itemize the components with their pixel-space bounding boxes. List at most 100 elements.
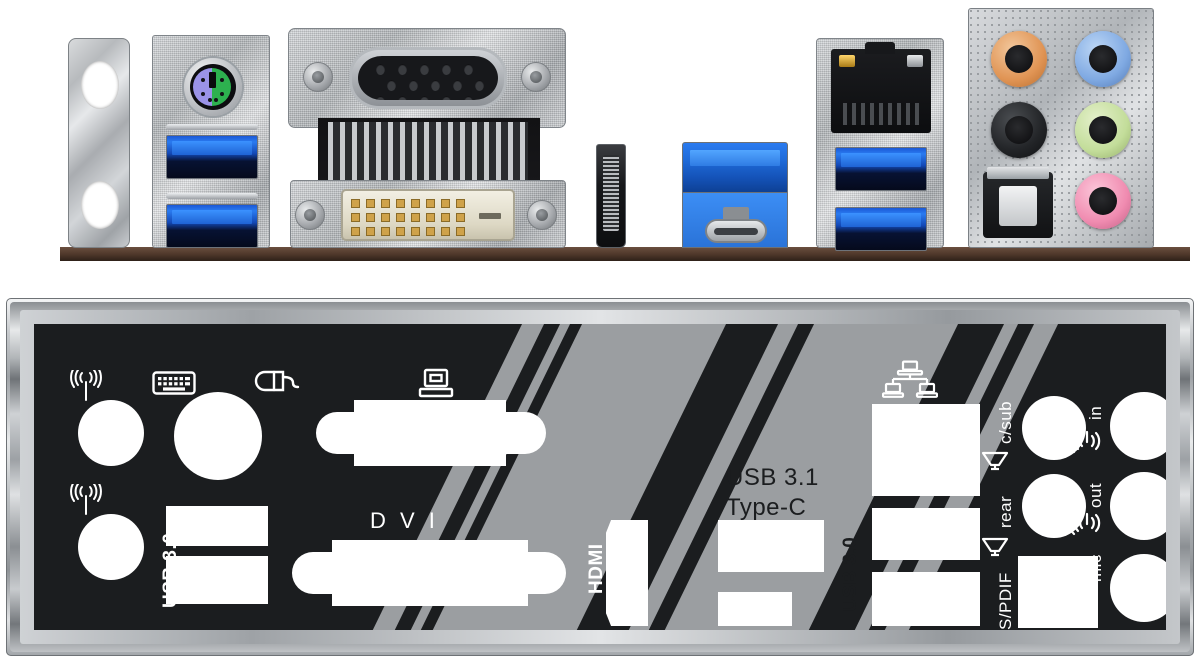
bracket-hole <box>81 181 119 229</box>
hdmi-port <box>596 144 626 248</box>
speaker-icon <box>980 450 1010 472</box>
audio-jack-panel <box>968 8 1154 248</box>
spdif-shutter <box>987 167 1049 179</box>
vga-pin <box>442 64 451 75</box>
ps2-usb-stack <box>152 35 270 248</box>
ps2-pin <box>220 78 224 82</box>
vga-pin <box>475 80 484 91</box>
vga-pin <box>464 64 473 75</box>
vga-pin <box>431 80 440 91</box>
speaker-icon <box>980 536 1010 558</box>
dvi-pin <box>456 199 465 208</box>
typec-tab <box>723 207 749 221</box>
vga-screw <box>521 62 551 92</box>
vga-pin <box>420 96 429 100</box>
dvi-pin <box>366 199 375 208</box>
spdif-window <box>999 186 1037 226</box>
cutout-usb30-right-upper <box>872 508 980 560</box>
ps2-connector-hole <box>190 64 236 110</box>
vga-screw <box>303 62 333 92</box>
wireless-antenna-icon <box>68 484 104 516</box>
audio-jack-microphone <box>1075 173 1131 229</box>
rj45-contacts <box>843 103 919 125</box>
dvi-pin <box>441 213 450 222</box>
vga-pin-field <box>358 56 498 100</box>
label-mic: mic <box>1086 554 1105 582</box>
dvi-pin <box>351 213 360 222</box>
audio-jack-center-subwoofer <box>991 31 1047 87</box>
dvi-pin <box>441 199 450 208</box>
label-hdmi: HDMI <box>586 543 607 594</box>
rear-io-port-cluster <box>0 0 1200 290</box>
vga-pin <box>409 80 418 91</box>
usb-divider <box>166 193 258 199</box>
microphone-icon <box>1070 586 1106 618</box>
dvi-pin <box>351 227 360 236</box>
cutout-audio-in <box>1110 392 1166 460</box>
label-rear: rear <box>996 495 1015 528</box>
ps2-combo-port <box>184 58 242 116</box>
dvi-screw <box>295 200 325 230</box>
cutout-lan-slot <box>872 404 980 496</box>
cutout-usb30-left-upper <box>166 506 268 546</box>
ps2-mouse-half <box>212 68 231 106</box>
dvi-connector <box>341 189 515 241</box>
dvi-flat-blade <box>479 213 501 219</box>
usb31-typea-port <box>682 142 788 194</box>
label-out: out <box>1086 482 1105 508</box>
dvi-pin <box>381 227 390 236</box>
ps2-keyboard-half <box>193 68 212 106</box>
label-usb30-right: USB 3.0 <box>840 536 861 612</box>
cutout-antenna-hole-bottom <box>78 514 144 580</box>
label-typec: Type-C <box>726 494 807 521</box>
vga-pin <box>376 96 385 100</box>
io-shield-face: USB 3.0 D V I HDMI USB 3.1 Type-C USB 3.… <box>34 324 1166 630</box>
cutout-audio-csub <box>1022 396 1086 460</box>
dvi-pin <box>426 213 435 222</box>
vga-pin <box>376 64 385 75</box>
dvi-pin <box>351 199 360 208</box>
label-in: in <box>1086 405 1105 420</box>
cutout-hdmi-slot <box>606 520 648 626</box>
line-out-icon <box>1070 510 1104 540</box>
vga-connector <box>349 47 507 109</box>
monitor-vga-icon <box>416 368 456 400</box>
dvi-pin <box>381 213 390 222</box>
vga-pin <box>453 80 462 91</box>
line-in-icon <box>1070 428 1104 458</box>
ps2-pin <box>220 92 224 96</box>
dvi-pin <box>396 213 405 222</box>
dvi-pin <box>411 227 420 236</box>
dvi-pin <box>396 199 405 208</box>
cutout-audio-mic <box>1110 554 1166 622</box>
vga-pin <box>387 80 396 91</box>
dvi-pin <box>426 199 435 208</box>
wireless-antenna-icon <box>68 370 104 402</box>
label-csub: c/sub <box>996 400 1015 444</box>
ps2-keyway <box>209 72 216 88</box>
io-shield: USB 3.0 D V I HDMI USB 3.1 Type-C USB 3.… <box>6 298 1194 656</box>
audio-jack-line-out <box>1075 102 1131 158</box>
dvi-pin <box>456 227 465 236</box>
ps2-pin <box>208 98 212 102</box>
cutout-audio-out <box>1110 472 1166 540</box>
lan-activity-led <box>839 55 855 67</box>
usb30-port <box>166 204 258 248</box>
dvi-pin <box>366 227 375 236</box>
usb-typec-port <box>705 219 767 243</box>
optical-spdif-port <box>983 167 1053 238</box>
dvi-pin <box>426 227 435 236</box>
mounting-bracket <box>68 38 130 248</box>
audio-jack-rear-speaker <box>991 102 1047 158</box>
dvi-pin <box>396 227 405 236</box>
label-spdif: S/PDIF <box>996 572 1015 630</box>
cutout-antenna-hole-top <box>78 400 144 466</box>
cutout-usb31-typea <box>718 520 824 572</box>
label-usb30-left: USB 3.0 <box>160 532 181 608</box>
dvi-screw <box>527 200 557 230</box>
dvi-heat-fins <box>328 122 528 184</box>
vga-pin <box>398 64 407 75</box>
ps2-pin <box>201 92 205 96</box>
dvi-pin <box>411 213 420 222</box>
